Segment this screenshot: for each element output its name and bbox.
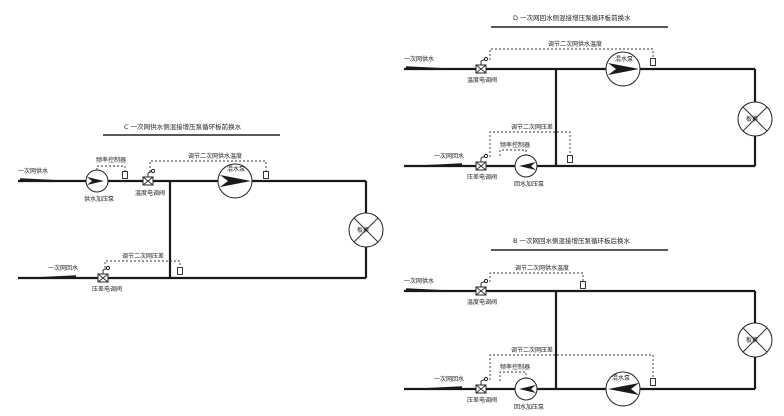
mixing-pump-label: 混水泵 — [615, 55, 633, 63]
return-pump-arrow — [519, 385, 536, 393]
return-out-label: 一次网回水 — [434, 375, 464, 383]
temperature-sensor — [650, 58, 656, 66]
return-arrow — [406, 163, 462, 166]
frequency-control-label: 频率控制器 — [500, 141, 530, 149]
supply-arrow — [20, 178, 76, 181]
temperature-control-label: 调节二次网供水温度 — [548, 40, 602, 48]
frequency-control-line — [499, 371, 527, 381]
pressure-control-line — [104, 260, 181, 270]
regulating-valve-icon — [142, 168, 156, 186]
return-out-label: 一次网回水 — [434, 152, 464, 160]
return-arrow — [406, 386, 462, 389]
return-valve-label: 压差电调阀 — [467, 173, 497, 181]
frequency-control-label: 频率控制器 — [96, 156, 126, 164]
return-pump-label: 回水加压泵 — [514, 180, 544, 188]
temperature-sensor — [263, 171, 269, 179]
return-valve-icon — [475, 376, 489, 394]
diagram-d-title: D 一次网回水侧混接增压泵循环板前换水 — [513, 13, 631, 22]
pressure-sensor — [177, 267, 183, 275]
frequency-control-line — [96, 165, 126, 173]
temperature-control-label: 调节二次网供水温度 — [188, 152, 242, 160]
pressure-control-label: 调节二次网压差 — [122, 252, 164, 260]
pressure-control-line — [489, 131, 571, 157]
heat-exchanger-label: 板换 — [746, 115, 758, 123]
regulating-valve-icon — [475, 56, 489, 74]
temperature-control-line — [489, 48, 654, 60]
diagram-b-title: B 一次网回水侧混接增压泵循环板后换水 — [513, 236, 631, 245]
heat-exchanger-label: 板换 — [746, 336, 758, 344]
supply-in-label: 一次网供水 — [404, 277, 434, 285]
mixing-pump-arrow — [608, 63, 639, 75]
regulating-valve-label: 温度电调阀 — [467, 298, 497, 306]
mixing-pump-arrow — [608, 383, 639, 395]
return-arrow — [20, 275, 76, 278]
pressure-control-line — [489, 354, 654, 380]
mixing-pump-arrow — [220, 175, 251, 187]
pressure-control-label: 调节二次网压差 — [511, 346, 553, 354]
diagram-b: B 一次网回水侧混接增压泵循环板后换水 一次网供水 温度电调阀 调节二次网供水温… — [404, 236, 773, 411]
return-pump-label: 回水加压泵 — [514, 403, 544, 411]
supply-arrow — [406, 288, 462, 291]
pressure-sensor — [650, 378, 656, 386]
frequency-control-label: 频率控制器 — [500, 363, 530, 371]
regulating-valve-label: 温度电调阀 — [467, 76, 497, 84]
mixing-pump-label: 混水泵 — [612, 374, 630, 382]
regulating-valve-icon — [475, 278, 489, 296]
supply-in-label: 一次网供水 — [18, 167, 48, 175]
supply-pump-label: 供水加压泵 — [84, 195, 114, 203]
mixing-pump-label: 混水泵 — [227, 165, 245, 173]
supply-in-label: 一次网供水 — [404, 55, 434, 63]
pressure-sensor — [567, 155, 573, 163]
return-pump-arrow — [519, 162, 536, 170]
regulating-valve-label: 温度电调阀 — [135, 189, 165, 197]
return-valve-icon — [475, 153, 489, 171]
temperature-control-label: 调节二次网供水温度 — [515, 264, 569, 272]
return-out-label: 一次网回水 — [48, 264, 78, 272]
return-valve-label: 压差电调阀 — [92, 285, 122, 293]
diagram-c: C 一次网供水侧混接增压泵循环板前换水 一次网供水 一次网回水 供水加压泵 频率… — [18, 122, 384, 293]
frequency-control-line — [499, 149, 527, 158]
heat-exchanger-label: 板换 — [357, 226, 369, 234]
return-valve-label: 压差电调阀 — [467, 396, 497, 404]
temperature-control-line — [489, 272, 584, 283]
supply-arrow — [406, 66, 462, 69]
temperature-control-line — [149, 160, 267, 173]
temperature-sensor — [580, 281, 586, 289]
diagram-d: D 一次网回水侧混接增压泵循环板前换水 一次网供水 温度电调阀 调节二次网供水温… — [404, 13, 773, 188]
pressure-control-label: 调节二次网压差 — [511, 123, 553, 131]
return-valve-icon — [97, 265, 111, 283]
supply-pump-arrow — [87, 177, 104, 185]
diagram-c-title: C 一次网供水侧混接增压泵循环板前换水 — [124, 122, 242, 131]
frequency-sensor — [122, 171, 128, 179]
